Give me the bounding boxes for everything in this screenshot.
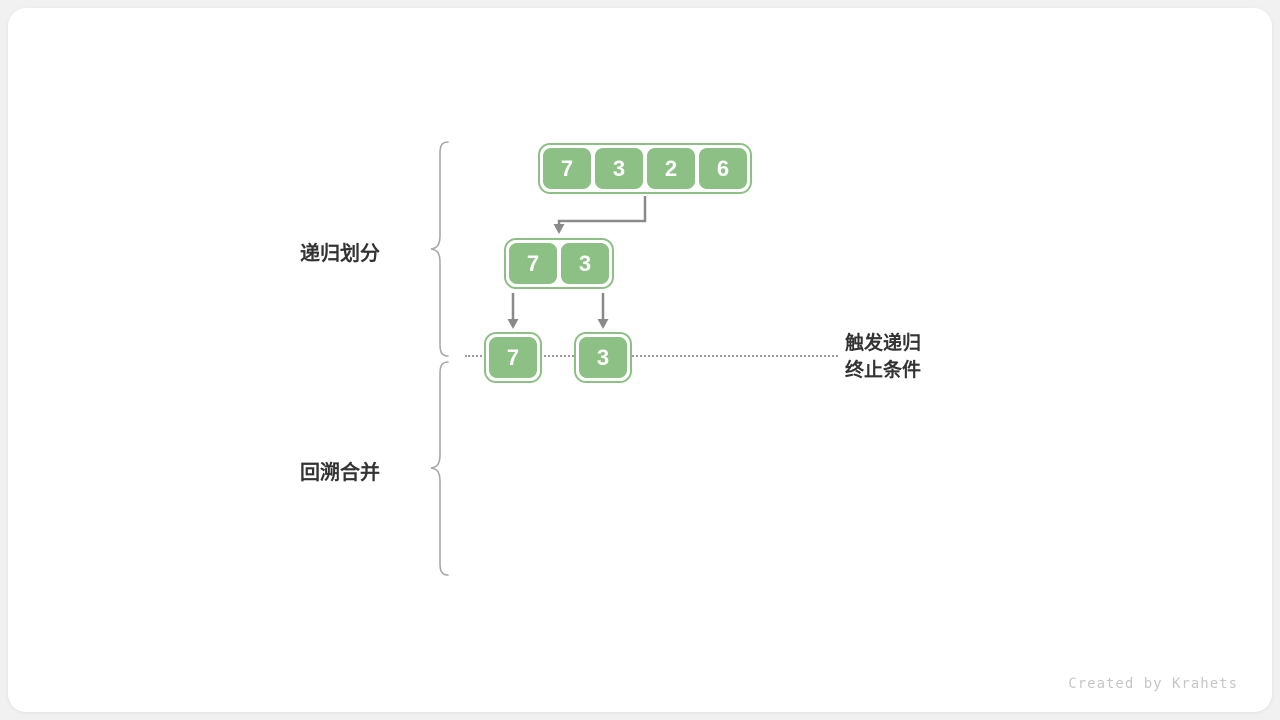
label-recursive-divide: 递归划分: [300, 243, 380, 265]
array-level-3-right: 3: [574, 332, 632, 383]
array-cell: 7: [543, 148, 591, 189]
array-cell: 7: [489, 337, 537, 378]
diagram-card: [8, 8, 1272, 712]
arrow-level2-to-right-cell-head: [597, 319, 609, 329]
label-termination-condition: 触发递归 终止条件: [845, 330, 921, 384]
array-cell: 3: [595, 148, 643, 189]
array-level-1: 7 3 2 6: [538, 143, 752, 194]
watermark-credit: Created by Krahets: [1068, 676, 1238, 692]
array-cell: 6: [699, 148, 747, 189]
brace-divide: [430, 141, 449, 357]
brace-merge: [430, 361, 449, 576]
array-cell: 7: [509, 243, 557, 284]
array-cell: 2: [647, 148, 695, 189]
arrow-level1-to-level2: [557, 196, 647, 225]
arrow-level2-to-left-cell-head: [507, 319, 519, 329]
termination-line-2: 终止条件: [845, 360, 922, 381]
termination-line-1: 触发递归: [845, 333, 922, 354]
arrow-level1-to-level2-head: [553, 224, 565, 234]
termination-dotted-line: [465, 355, 838, 357]
array-level-2: 7 3: [504, 238, 614, 289]
label-backtrack-merge: 回溯合并: [300, 462, 380, 484]
array-cell: 3: [579, 337, 627, 378]
array-level-3-left: 7: [484, 332, 542, 383]
array-cell: 3: [561, 243, 609, 284]
